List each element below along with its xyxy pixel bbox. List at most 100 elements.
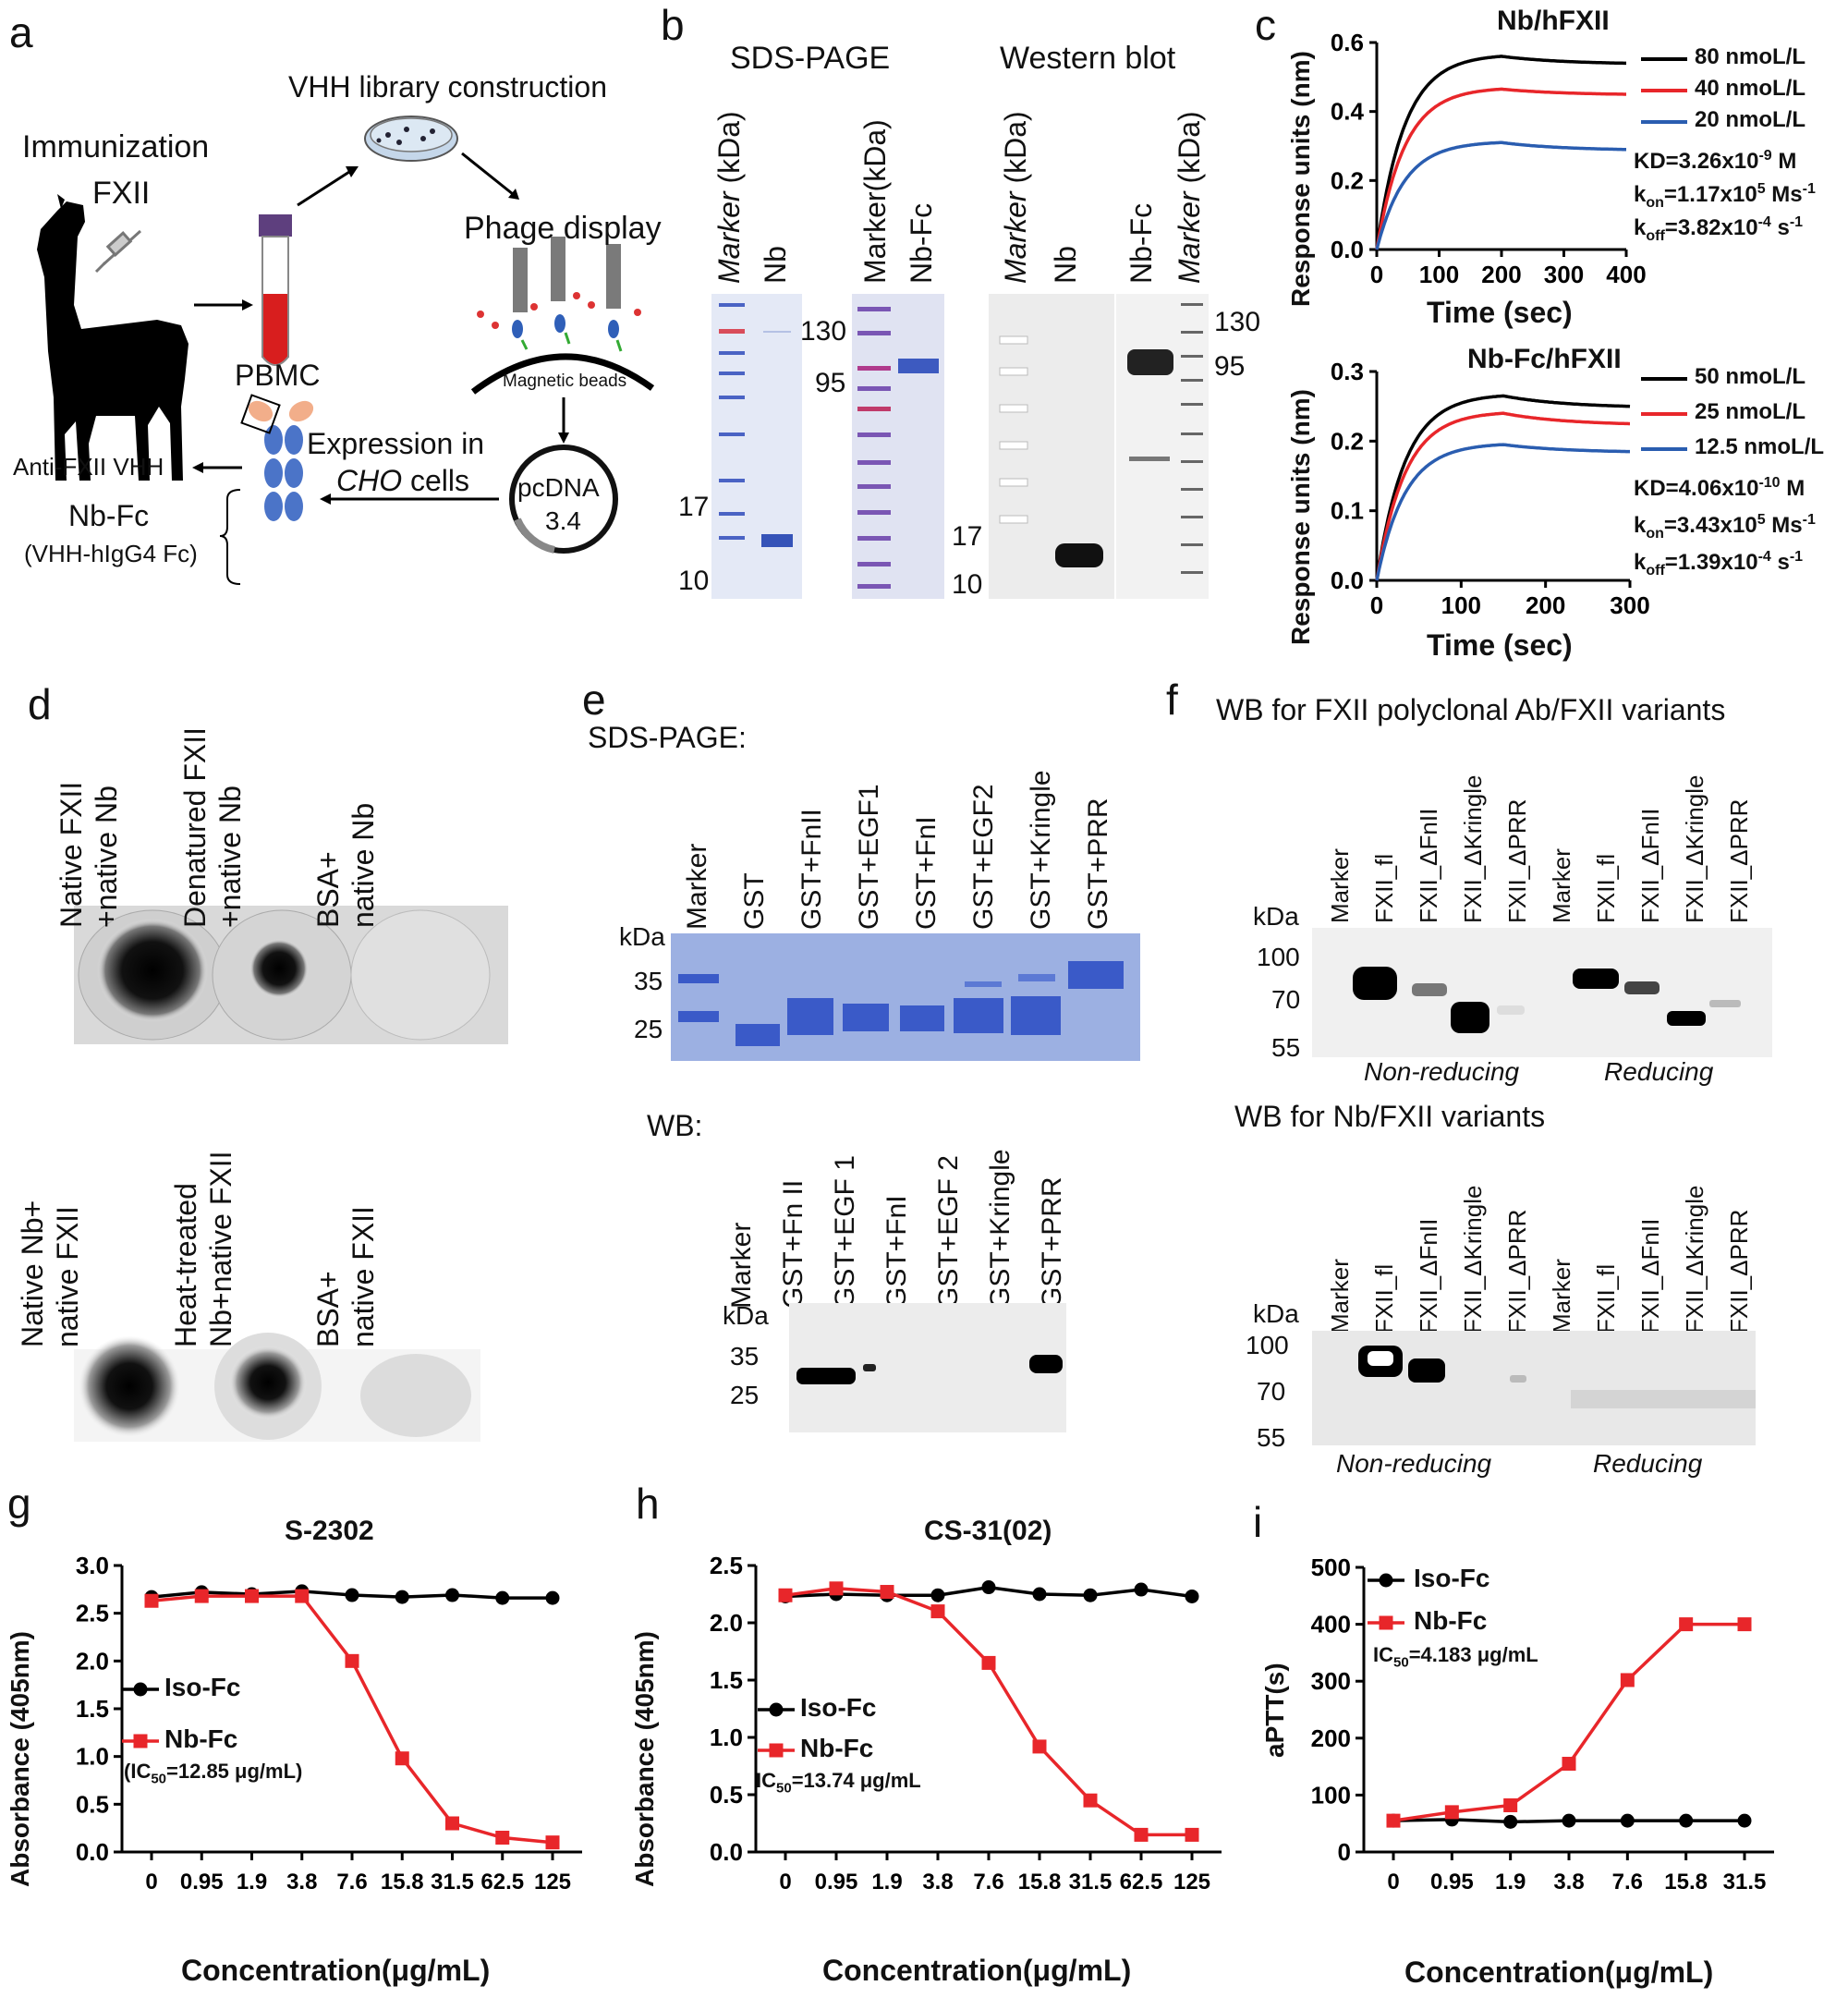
g-xtick-label-2: 1.9	[237, 1870, 267, 1894]
phage-display-icon	[470, 237, 655, 395]
panel-f-top-lane-9: FXII_ΔPRR	[1725, 798, 1753, 923]
c-ytick-label-0-0: 0.0	[1331, 236, 1364, 263]
h-legend-marker-1	[769, 1743, 784, 1758]
h-ytick-label-5: 2.5	[710, 1552, 743, 1579]
panel-f-kda-bot: kDa	[1253, 1299, 1299, 1328]
g-point-0-4	[345, 1588, 359, 1602]
i-point-1-6	[1737, 1617, 1752, 1632]
vhh-hIgG4-label: (VHH-hIgG4 Fc)	[24, 540, 198, 567]
panel-d-bottom-label-0: Native Nb+native FXII	[16, 1200, 84, 1347]
c-ytick-label-1-2: 0.2	[1331, 427, 1364, 455]
h-point-1-5	[1032, 1739, 1047, 1754]
fxii-label: FXII	[92, 176, 151, 211]
panel-letter-h: h	[636, 1480, 660, 1528]
i-point-1-1	[1444, 1805, 1459, 1820]
panel-f-blots	[1312, 928, 1772, 1445]
c-xtick-label-1-0: 0	[1370, 591, 1383, 619]
panel-e-sds-lane-1: GST	[739, 872, 770, 930]
legend-c-top-2: 20 nmoL/L	[1695, 107, 1806, 132]
g-point-0-8	[545, 1590, 560, 1605]
pbmc-tube-icon	[259, 214, 292, 366]
g-ytick-label-0: 0.0	[76, 1838, 109, 1866]
c-xtick-label-0-1: 100	[1419, 261, 1459, 288]
c-ytick-label-1-1: 0.1	[1331, 497, 1364, 525]
panel-f-reducing-bot: Reducing	[1593, 1449, 1703, 1478]
c-xtick-label-0-2: 200	[1481, 261, 1521, 288]
h-ytick-label-2: 1.0	[710, 1724, 743, 1751]
legend-h-iso: Iso-Fc	[800, 1693, 877, 1722]
panel-g-ylabel: Absorbance (405nm)	[6, 1631, 34, 1887]
mw-130-b2: 130	[1214, 307, 1261, 337]
panel-e-sds-lane-4: GST+FnI	[911, 816, 942, 930]
c-series-1-1	[1375, 411, 1630, 581]
g-ytick-label-4: 2.0	[76, 1647, 109, 1675]
lane-label-marker-2: Marker(kDa)	[858, 119, 892, 284]
panel-f-top-lane-2: FXII_ΔFnII	[1415, 808, 1442, 923]
g-point-0-6	[445, 1588, 459, 1602]
i-ytick-label-1: 100	[1311, 1781, 1351, 1809]
i-xtick-label-1: 0.95	[1430, 1870, 1474, 1894]
panel-f-top-lane-5: Marker	[1548, 848, 1575, 923]
h-point-1-7	[1134, 1827, 1149, 1842]
panel-c-top-xlabel: Time (sec)	[1427, 296, 1573, 329]
g-ytick-label-1: 0.5	[76, 1790, 109, 1818]
g-point-1-6	[445, 1816, 459, 1831]
i-xtick-label-6: 31.5	[1723, 1870, 1767, 1894]
i-xtick-label-0: 0	[1387, 1870, 1399, 1894]
phage-display-label: Phage display	[464, 211, 662, 246]
cho-cells-label: CHO cells	[336, 464, 470, 497]
i-point-0-2	[1503, 1814, 1518, 1829]
g-point-0-5	[395, 1590, 409, 1604]
h-point-0-4	[981, 1580, 996, 1595]
panel-f-top-lane-3: FXII_ΔKringle	[1459, 774, 1487, 923]
i-point-0-4	[1620, 1813, 1635, 1828]
immunization-label: Immunization	[22, 129, 210, 164]
h-point-0-3	[930, 1588, 945, 1602]
g-ytick-label-3: 1.5	[76, 1695, 109, 1723]
h-xtick-label-5: 15.8	[1018, 1870, 1062, 1894]
antibody-icon	[219, 394, 314, 585]
h-point-1-4	[981, 1655, 996, 1670]
syringe-icon	[94, 229, 142, 274]
i-point-1-0	[1386, 1813, 1401, 1828]
panel-e-gels	[671, 933, 1140, 1432]
panel-f-mw-70-bot: 70	[1257, 1377, 1286, 1406]
i-point-1-4	[1620, 1673, 1635, 1687]
c-xtick-label-1-1: 100	[1441, 591, 1481, 619]
legend-i-nb: Nb-Fc	[1414, 1606, 1488, 1635]
panel-c-bottom-ylabel: Response units (nm)	[1286, 389, 1315, 645]
g-legend-marker-0	[133, 1682, 148, 1697]
i-ytick-label-3: 300	[1311, 1667, 1351, 1695]
legend-c-bot-0: 50 nmoL/L	[1695, 364, 1806, 389]
nb-fc-label: Nb-Fc	[68, 499, 150, 532]
h-point-1-6	[1083, 1793, 1098, 1808]
h-xtick-label-3: 3.8	[922, 1870, 953, 1894]
g-point-1-8	[545, 1835, 560, 1850]
g-ytick-label-5: 2.5	[76, 1600, 109, 1627]
panel-b-gels	[711, 294, 1209, 599]
pcdna-label: pcDNA	[517, 473, 600, 502]
koff-c-top: koff=3.82x10-4 s-1	[1634, 214, 1804, 244]
i-point-0-5	[1679, 1813, 1694, 1828]
h-point-1-3	[930, 1604, 945, 1619]
lane-label-marker-1: Marker (kDa)	[712, 111, 746, 284]
alpaca-icon	[37, 194, 188, 481]
kd-c-bot: KD=4.06x10-10 M	[1634, 475, 1805, 501]
h-ytick-label-1: 0.5	[710, 1781, 743, 1809]
petri-dish-icon	[364, 116, 458, 162]
panel-letter-a: a	[9, 8, 33, 56]
g-xtick-label-8: 125	[534, 1870, 571, 1894]
legend-g-iso: Iso-Fc	[164, 1673, 241, 1701]
g-ytick-label-6: 3.0	[76, 1552, 109, 1579]
pcdna-version-label: 3.4	[545, 506, 581, 535]
i-legend-marker-0	[1379, 1573, 1393, 1588]
i-legend-marker-1	[1379, 1615, 1393, 1630]
panel-h-xlabel: Concentration(μg/mL)	[822, 1954, 1132, 1987]
lane-label-nbfc-2: Nb-Fc	[1125, 202, 1158, 284]
i-point-1-2	[1503, 1797, 1518, 1812]
panel-h-title: CS-31(02)	[924, 1516, 1052, 1546]
panel-letter-b: b	[661, 1, 685, 49]
g-point-1-1	[194, 1589, 209, 1603]
g-xtick-label-6: 31.5	[431, 1870, 474, 1894]
